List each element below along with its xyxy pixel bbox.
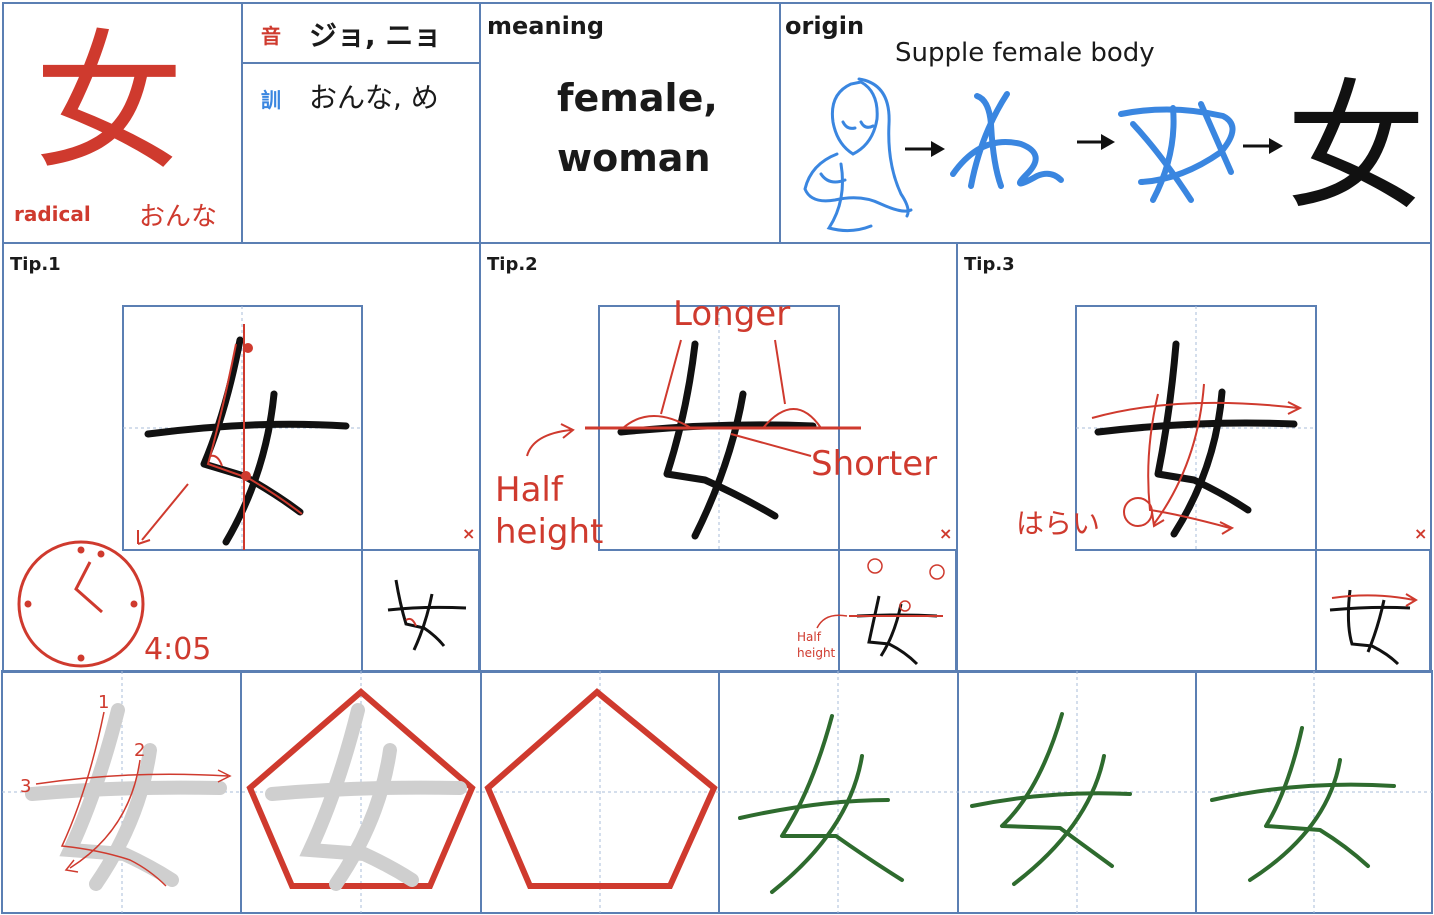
- pentagon-guide: [484, 688, 718, 889]
- half-height-label-1: Half: [495, 470, 563, 510]
- origin-header: origin: [785, 12, 865, 40]
- stroke-number-2: 2: [134, 740, 146, 761]
- half-height-label-2: height: [495, 512, 604, 552]
- mini-half-label-1: Half: [797, 630, 821, 644]
- tip2-title: Tip.2: [487, 254, 538, 275]
- mini-kanji-hint: [387, 579, 467, 651]
- longer-label: Longer: [673, 294, 791, 334]
- arrow-icon: [905, 141, 945, 157]
- tip3-title: Tip.3: [964, 254, 1015, 275]
- female-figure-sketch: [803, 77, 913, 233]
- pentagon-guide: [246, 688, 476, 889]
- tip2-drawing: [526, 305, 956, 671]
- stroke-order-kanji: [25, 703, 227, 891]
- mini-kanji-hint: [1329, 589, 1411, 666]
- arrow-icon: [1077, 134, 1115, 150]
- kanji-main: 女: [34, 17, 185, 191]
- kanji-strokes: [617, 340, 817, 540]
- kanji-strokes: [1094, 340, 1298, 538]
- meaning-cell: meaning female, woman: [479, 2, 781, 244]
- radical-label: radical: [14, 202, 91, 226]
- kanji-strokes: [144, 336, 350, 546]
- readings-cell: 音 ジョ, ニョ 訓 おんな, め: [241, 2, 481, 244]
- kun-reading-icon: 訓: [261, 88, 281, 112]
- clock-icon: [17, 540, 145, 668]
- origin-evolution-drawing: 女: [803, 67, 1426, 233]
- meaning-header: meaning: [487, 12, 605, 40]
- tip2-panel: Tip.2 Longer Shorter Half height Half he: [479, 242, 958, 673]
- clock-time: 4:05: [144, 632, 212, 667]
- tip3-drawing: [1075, 305, 1430, 671]
- radical-cell: 女 radical おんな: [2, 2, 243, 244]
- readings-divider: [243, 62, 479, 64]
- mini-half-label-2: height: [797, 646, 836, 660]
- stroke-number-1: 1: [98, 692, 110, 713]
- early-glyph-sketch: [950, 91, 1064, 189]
- arrow-icon: [1243, 138, 1283, 154]
- tip1-panel: Tip.1 4:05 ×: [2, 242, 481, 673]
- tip1-title: Tip.1: [10, 254, 61, 275]
- shorter-label: Shorter: [811, 444, 938, 484]
- close-icon[interactable]: ×: [939, 524, 953, 543]
- handwritten-kanji: [738, 714, 904, 894]
- close-icon[interactable]: ×: [1414, 524, 1428, 543]
- radical-reading: おんな: [139, 202, 218, 232]
- meaning-line-1: female,: [557, 76, 718, 120]
- meaning-line-2: woman: [557, 136, 711, 180]
- handwritten-kanji: [970, 712, 1132, 886]
- modern-kanji: 女: [1286, 67, 1426, 230]
- tip3-panel: Tip.3 はらい ×: [956, 242, 1432, 673]
- stroke-order-arrows: [35, 711, 232, 887]
- kun-reading: おんな, め: [309, 81, 439, 114]
- on-reading-icon: 音: [261, 24, 281, 48]
- harai-arrows: [1091, 383, 1303, 535]
- origin-cell: origin Supple female body 女: [779, 2, 1432, 244]
- close-icon[interactable]: ×: [462, 524, 476, 543]
- middle-glyph-sketch: [1118, 101, 1236, 203]
- mini-kanji-hint: [856, 595, 938, 666]
- origin-caption: Supple female body: [895, 38, 1155, 68]
- on-reading: ジョ, ニョ: [309, 19, 442, 52]
- tip1-drawing: [17, 305, 479, 671]
- stroke-number-3: 3: [20, 776, 32, 797]
- handwritten-kanji: [1210, 726, 1396, 882]
- harai-label: はらい: [1016, 507, 1101, 540]
